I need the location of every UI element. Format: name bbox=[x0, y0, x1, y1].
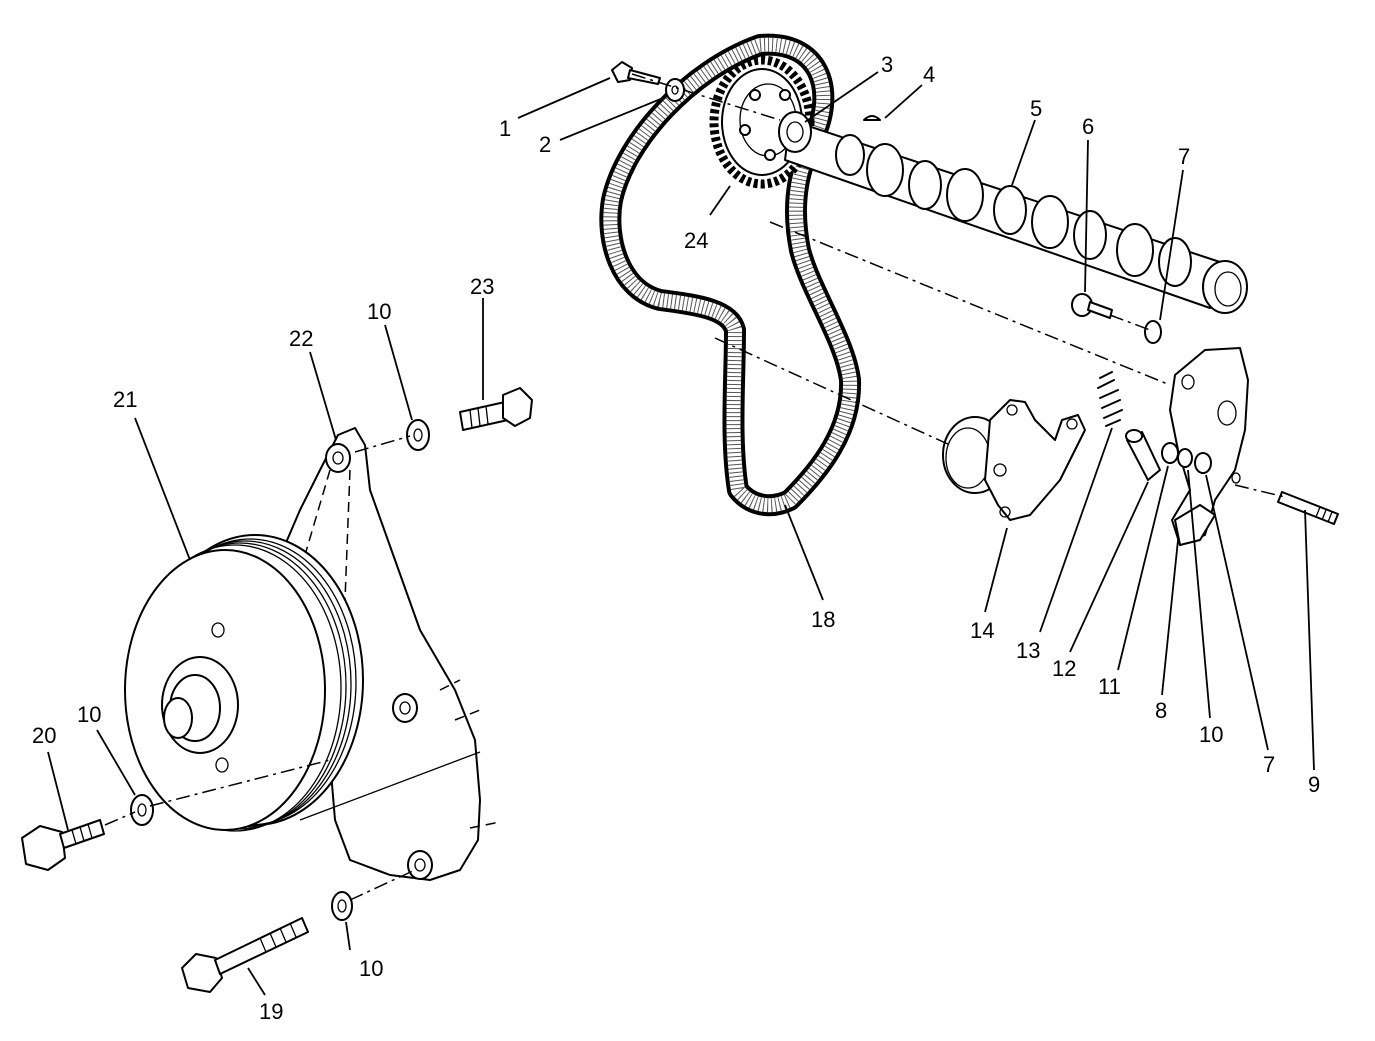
bracket-lower-bolt bbox=[181, 917, 309, 993]
callout-10-right: 10 bbox=[1199, 722, 1223, 747]
callout-7-lower: 7 bbox=[1263, 752, 1275, 777]
callout-23: 23 bbox=[470, 274, 494, 299]
tensioner-stud bbox=[1277, 491, 1339, 525]
callout-8: 8 bbox=[1155, 698, 1167, 723]
tensioner-lever bbox=[1174, 504, 1216, 546]
callout-labels: 1 2 3 4 5 6 7 24 18 14 13 12 11 8 10 7 9… bbox=[32, 52, 1320, 1024]
callout-4: 4 bbox=[923, 62, 935, 87]
callout-21: 21 bbox=[113, 387, 137, 412]
tensioner-pulley bbox=[942, 399, 1086, 521]
callout-10-left: 10 bbox=[77, 702, 101, 727]
sprocket-bolt bbox=[611, 61, 661, 85]
tensioner-washer-7 bbox=[1194, 452, 1212, 474]
callout-7-upper: 7 bbox=[1178, 144, 1190, 169]
callout-11: 11 bbox=[1098, 674, 1121, 699]
bracket-bolt bbox=[1071, 293, 1113, 319]
callout-20: 20 bbox=[32, 723, 56, 748]
tensioner-spring bbox=[1097, 371, 1123, 427]
callout-18: 18 bbox=[811, 607, 835, 632]
callout-5: 5 bbox=[1030, 96, 1042, 121]
tensioner-nut bbox=[1161, 442, 1179, 464]
callout-10-lower: 10 bbox=[359, 956, 383, 981]
pulley-bolt bbox=[21, 819, 105, 871]
washer-lower bbox=[331, 891, 353, 921]
bracket-upper-bolt bbox=[459, 387, 533, 431]
timing-belt bbox=[599, 33, 862, 517]
callout-14: 14 bbox=[970, 618, 994, 643]
callout-19: 19 bbox=[259, 999, 283, 1024]
callout-22: 22 bbox=[289, 326, 313, 351]
bracket-washer-upper bbox=[1144, 320, 1162, 344]
assembly-lines bbox=[104, 73, 1286, 901]
callout-2: 2 bbox=[539, 132, 551, 157]
woodruff-key bbox=[863, 115, 881, 121]
tensioner-plunger bbox=[1125, 429, 1161, 481]
washer-left bbox=[130, 794, 154, 826]
leader-lines bbox=[47, 71, 1315, 996]
washer-upper bbox=[406, 419, 430, 451]
callout-12: 12 bbox=[1052, 656, 1076, 681]
callout-13: 13 bbox=[1016, 638, 1040, 663]
water-pump-pulley bbox=[124, 534, 364, 832]
callout-3: 3 bbox=[881, 52, 893, 77]
sprocket-washer bbox=[665, 78, 685, 102]
callout-6: 6 bbox=[1082, 114, 1094, 139]
callout-9: 9 bbox=[1308, 772, 1320, 797]
tensioner-washer-10 bbox=[1177, 448, 1193, 468]
callout-1: 1 bbox=[499, 116, 511, 141]
callout-24: 24 bbox=[684, 228, 708, 253]
callout-10-upper: 10 bbox=[367, 299, 391, 324]
camshaft bbox=[778, 111, 1248, 314]
